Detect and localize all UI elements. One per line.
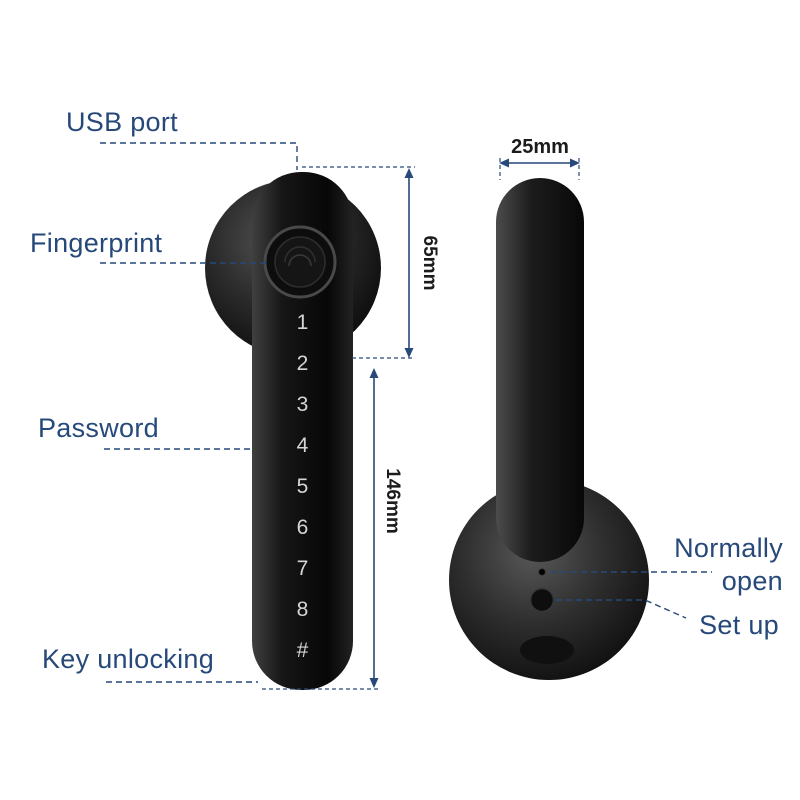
keypad-key-7: 7 [296,557,309,580]
fingerprint-label: Fingerprint [30,228,163,258]
key-unlocking-label: Key unlocking [42,644,215,674]
keypad-key-1: 1 [296,311,309,334]
keypad-key-8: 8 [296,598,309,621]
normally-open-label: Normally open [674,532,783,598]
usb-port-callout-line [100,142,298,170]
right-handle-tip [520,636,574,664]
fingerprint-sensor-icon [263,225,337,299]
dimension-line-65mm [404,168,414,358]
password-label: Password [38,413,159,443]
keypad-key-2: 2 [296,352,309,375]
dimension-reference-ticks [262,158,580,690]
dimension-total-height-label: 146mm [382,468,403,534]
normally-open-line1: Normally [674,533,783,563]
set-up-label: Set up [699,610,779,640]
right-handle-body [496,178,584,562]
callout-lines [100,142,712,683]
left-handle-body [252,172,353,690]
keypad-key-hash: # [296,639,309,662]
keypad: 1 2 3 4 5 6 7 8 # [252,302,353,671]
usb-port-label: USB port [66,107,178,137]
keypad-key-3: 3 [296,393,309,416]
keypad-key-6: 6 [296,516,309,539]
dimension-upper-height-label: 65mm [419,235,440,291]
dimension-line-146mm [369,368,379,688]
right-lock-side-view [449,178,649,680]
dimension-lines [369,158,580,688]
dimension-width-label: 25mm [511,136,569,158]
keypad-key-4: 4 [296,434,309,457]
normally-open-line2: open [721,566,783,596]
keypad-key-5: 5 [296,475,309,498]
setup-button-icon [529,587,555,613]
indicator-dot-icon [538,568,546,576]
left-lock-front-view [205,172,381,690]
dimension-line-25mm [499,158,580,168]
